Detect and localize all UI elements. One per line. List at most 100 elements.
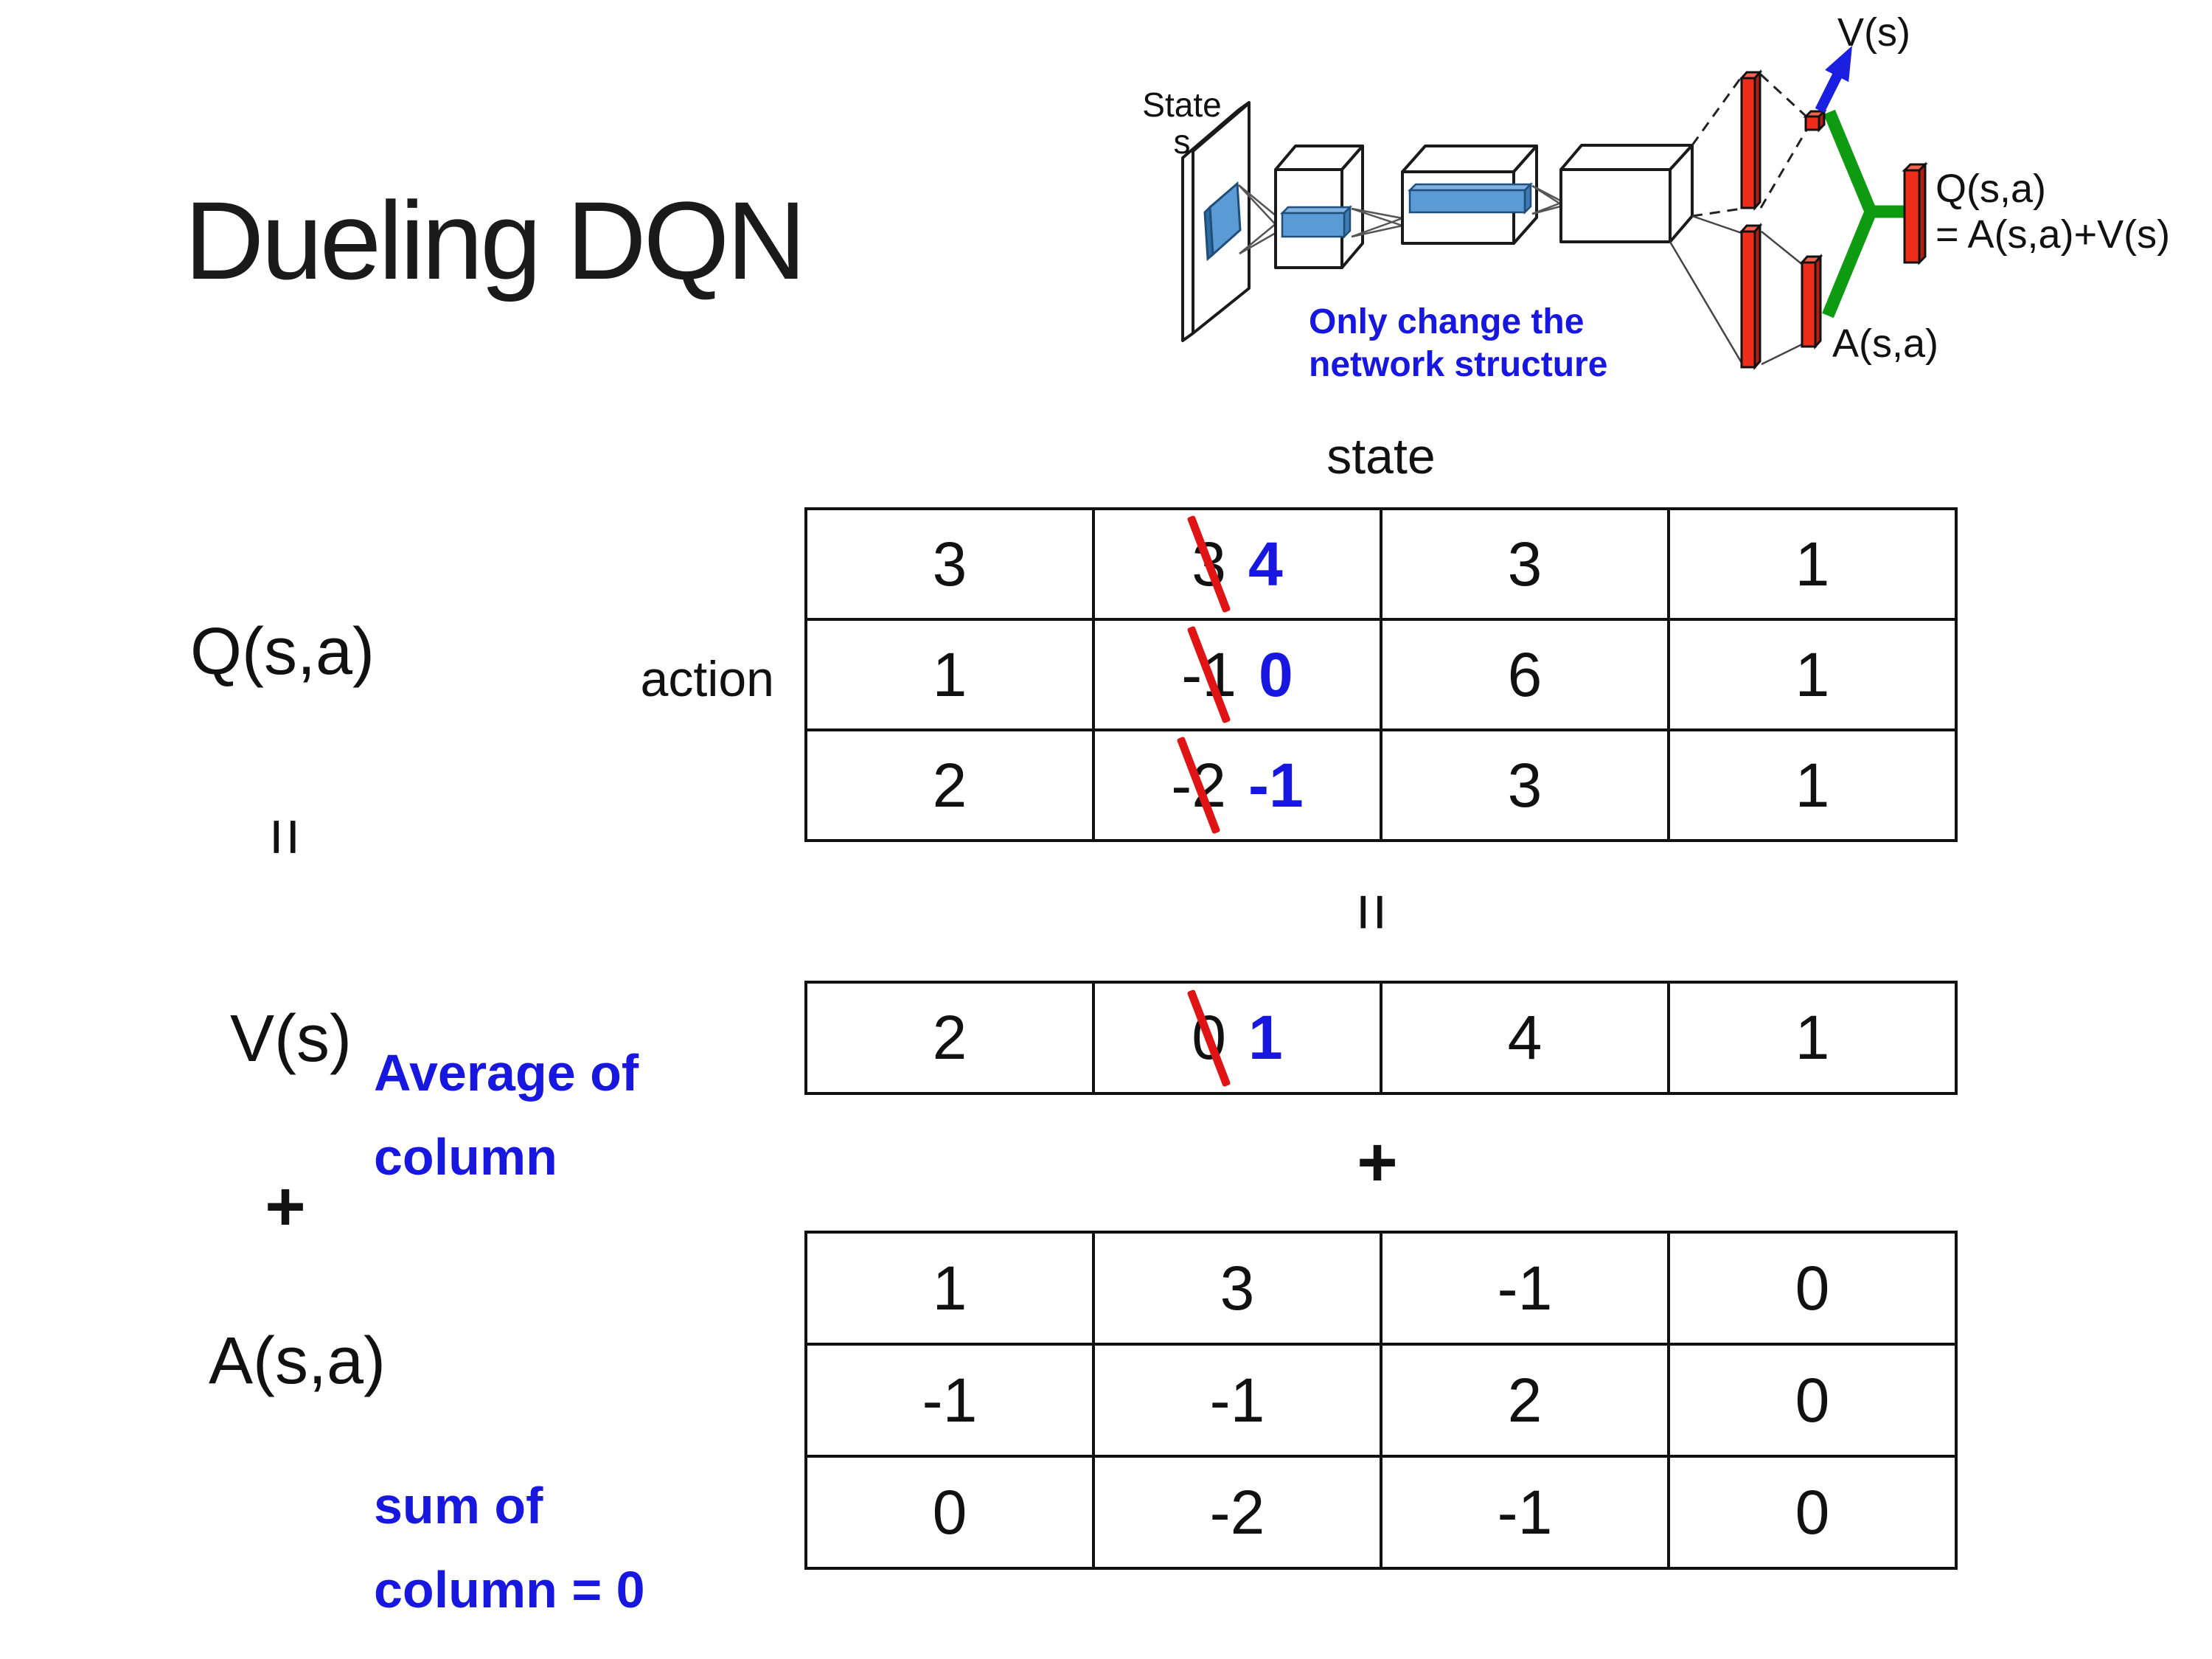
q-output-node <box>1902 161 1928 265</box>
table-cell: 4 <box>1382 984 1670 1095</box>
crossed-out-value: -1 <box>1181 625 1237 724</box>
diagram-state-label: State <box>1142 86 1221 124</box>
table-cell: -1 <box>807 1346 1095 1458</box>
table-cell: -2 -1 <box>1095 731 1382 842</box>
sum-note-line2: column = 0 <box>374 1561 645 1618</box>
table-cell: 01 <box>1095 984 1382 1095</box>
crossed-out-value: 0 <box>1186 989 1231 1087</box>
advantage-stream-links <box>1669 215 1804 366</box>
table-cell: 1 <box>807 621 1095 731</box>
cell-value: -2 <box>1209 1477 1265 1547</box>
table-cell: 3 <box>807 510 1095 621</box>
crossed-out-value: 3 <box>1186 515 1231 613</box>
cell-value: 3 <box>1507 750 1543 820</box>
average-note-line2: column <box>374 1128 557 1186</box>
diagram-state-s-label: s <box>1174 122 1191 161</box>
cross-out-slash <box>1186 989 1231 1087</box>
table-cell: 2 <box>807 731 1095 842</box>
conv-lines-2 <box>1351 207 1403 238</box>
table-cell: 0 <box>1670 1458 1958 1570</box>
diagram-note-line1: Only change the <box>1309 302 1584 341</box>
table-cell: 1 <box>1670 510 1958 621</box>
aggregator-connector <box>1822 109 1907 319</box>
crossed-out-value: -2 <box>1171 736 1226 835</box>
cell-value: -1 <box>922 1365 978 1435</box>
cell-value: 1 <box>1795 1003 1830 1072</box>
page-title: Dueling DQN <box>184 178 807 302</box>
table-cell: 0 <box>1670 1346 1958 1458</box>
corrected-value: 1 <box>1248 1003 1283 1072</box>
table-cell: 3 <box>1382 731 1670 842</box>
cell-value: 1 <box>1795 529 1830 599</box>
fc-box <box>1559 144 1694 243</box>
value-stream-links <box>1691 73 1809 218</box>
cell-value: 0 <box>1795 1477 1830 1547</box>
corrected-value: 0 <box>1258 639 1293 709</box>
advantage-vector-node <box>1799 254 1823 349</box>
q-term-label: Q(s,a) <box>190 615 375 689</box>
equals-rotated-left: = <box>248 817 322 857</box>
network-diagram: State s V(s) Q(s,a) = A(s,a)+V(s) A(s,a)… <box>1142 10 2170 384</box>
corrected-value: 4 <box>1248 529 1283 599</box>
table-cell: -2 <box>1095 1458 1382 1570</box>
cell-value: 6 <box>1507 639 1543 709</box>
v-term-label: V(s) <box>230 1002 352 1076</box>
diagram-a-label: A(s,a) <box>1832 321 1938 366</box>
diagram-q-formula: = A(s,a)+V(s) <box>1935 212 2170 257</box>
table-cell: -1 0 <box>1095 621 1382 731</box>
cell-value: 1 <box>932 639 967 709</box>
cell-value: 0 <box>1795 1253 1830 1323</box>
cell-value: -1 <box>1497 1477 1553 1547</box>
diagram-v-label: V(s) <box>1837 10 1910 55</box>
table-cell: 0 <box>807 1458 1095 1570</box>
table-cell: -1 <box>1382 1458 1670 1570</box>
cell-value: 2 <box>932 1003 967 1072</box>
corrected-value: -1 <box>1248 750 1304 820</box>
table-cell: 34 <box>1095 510 1382 621</box>
table-cell: 2 <box>1382 1346 1670 1458</box>
table-cell: 1 <box>1670 984 1958 1095</box>
cell-value: 1 <box>1795 750 1830 820</box>
equals-rotated-center: = <box>1335 892 1409 932</box>
cross-out-slash <box>1176 736 1221 835</box>
average-note-line1: Average of <box>374 1044 639 1102</box>
table-cell: 1 <box>1670 621 1958 731</box>
conv-feature-bar-2 <box>1407 181 1534 215</box>
value-scalar-node <box>1803 108 1827 133</box>
v-table: 20141 <box>804 981 1958 1095</box>
conv-lines-3 <box>1531 184 1564 215</box>
diagram-note-line2: network structure <box>1309 345 1607 384</box>
cell-value: 2 <box>932 750 967 820</box>
cell-value: 4 <box>1507 1003 1543 1072</box>
cell-value: 3 <box>1220 1253 1255 1323</box>
table-cell: 6 <box>1382 621 1670 731</box>
value-arrow-icon <box>1815 46 1852 114</box>
cell-value: -1 <box>1497 1253 1553 1323</box>
cell-value: 1 <box>1795 639 1830 709</box>
action-axis-label: action <box>640 651 774 707</box>
cross-out-slash <box>1186 625 1231 724</box>
plus-sign-center: + <box>1357 1123 1398 1202</box>
fc-bar-advantage <box>1739 223 1763 370</box>
cell-value: 3 <box>1507 529 1543 599</box>
fc-bar-value <box>1739 69 1763 211</box>
plus-sign-left: + <box>265 1167 306 1246</box>
a-table: 1 3 -1 0 -1 -1 2 0 0 -2 -1 0 <box>804 1231 1958 1570</box>
table-cell: 1 <box>1670 731 1958 842</box>
diagram-q-label: Q(s,a) <box>1935 167 2046 211</box>
cross-out-slash <box>1186 515 1231 613</box>
cell-value: 0 <box>932 1477 967 1547</box>
average-note: Average of column <box>374 1031 639 1199</box>
cell-value: 0 <box>1795 1365 1830 1435</box>
table-cell: 2 <box>807 984 1095 1095</box>
table-cell: 0 <box>1670 1234 1958 1346</box>
sum-note-line1: sum of <box>374 1477 543 1534</box>
table-cell: -1 <box>1382 1234 1670 1346</box>
state-axis-label: state <box>1326 428 1436 484</box>
cell-value: 1 <box>932 1253 967 1323</box>
table-cell: 3 <box>1095 1234 1382 1346</box>
conv-feature-bar-1 <box>1279 204 1353 240</box>
cell-value: -1 <box>1209 1365 1265 1435</box>
